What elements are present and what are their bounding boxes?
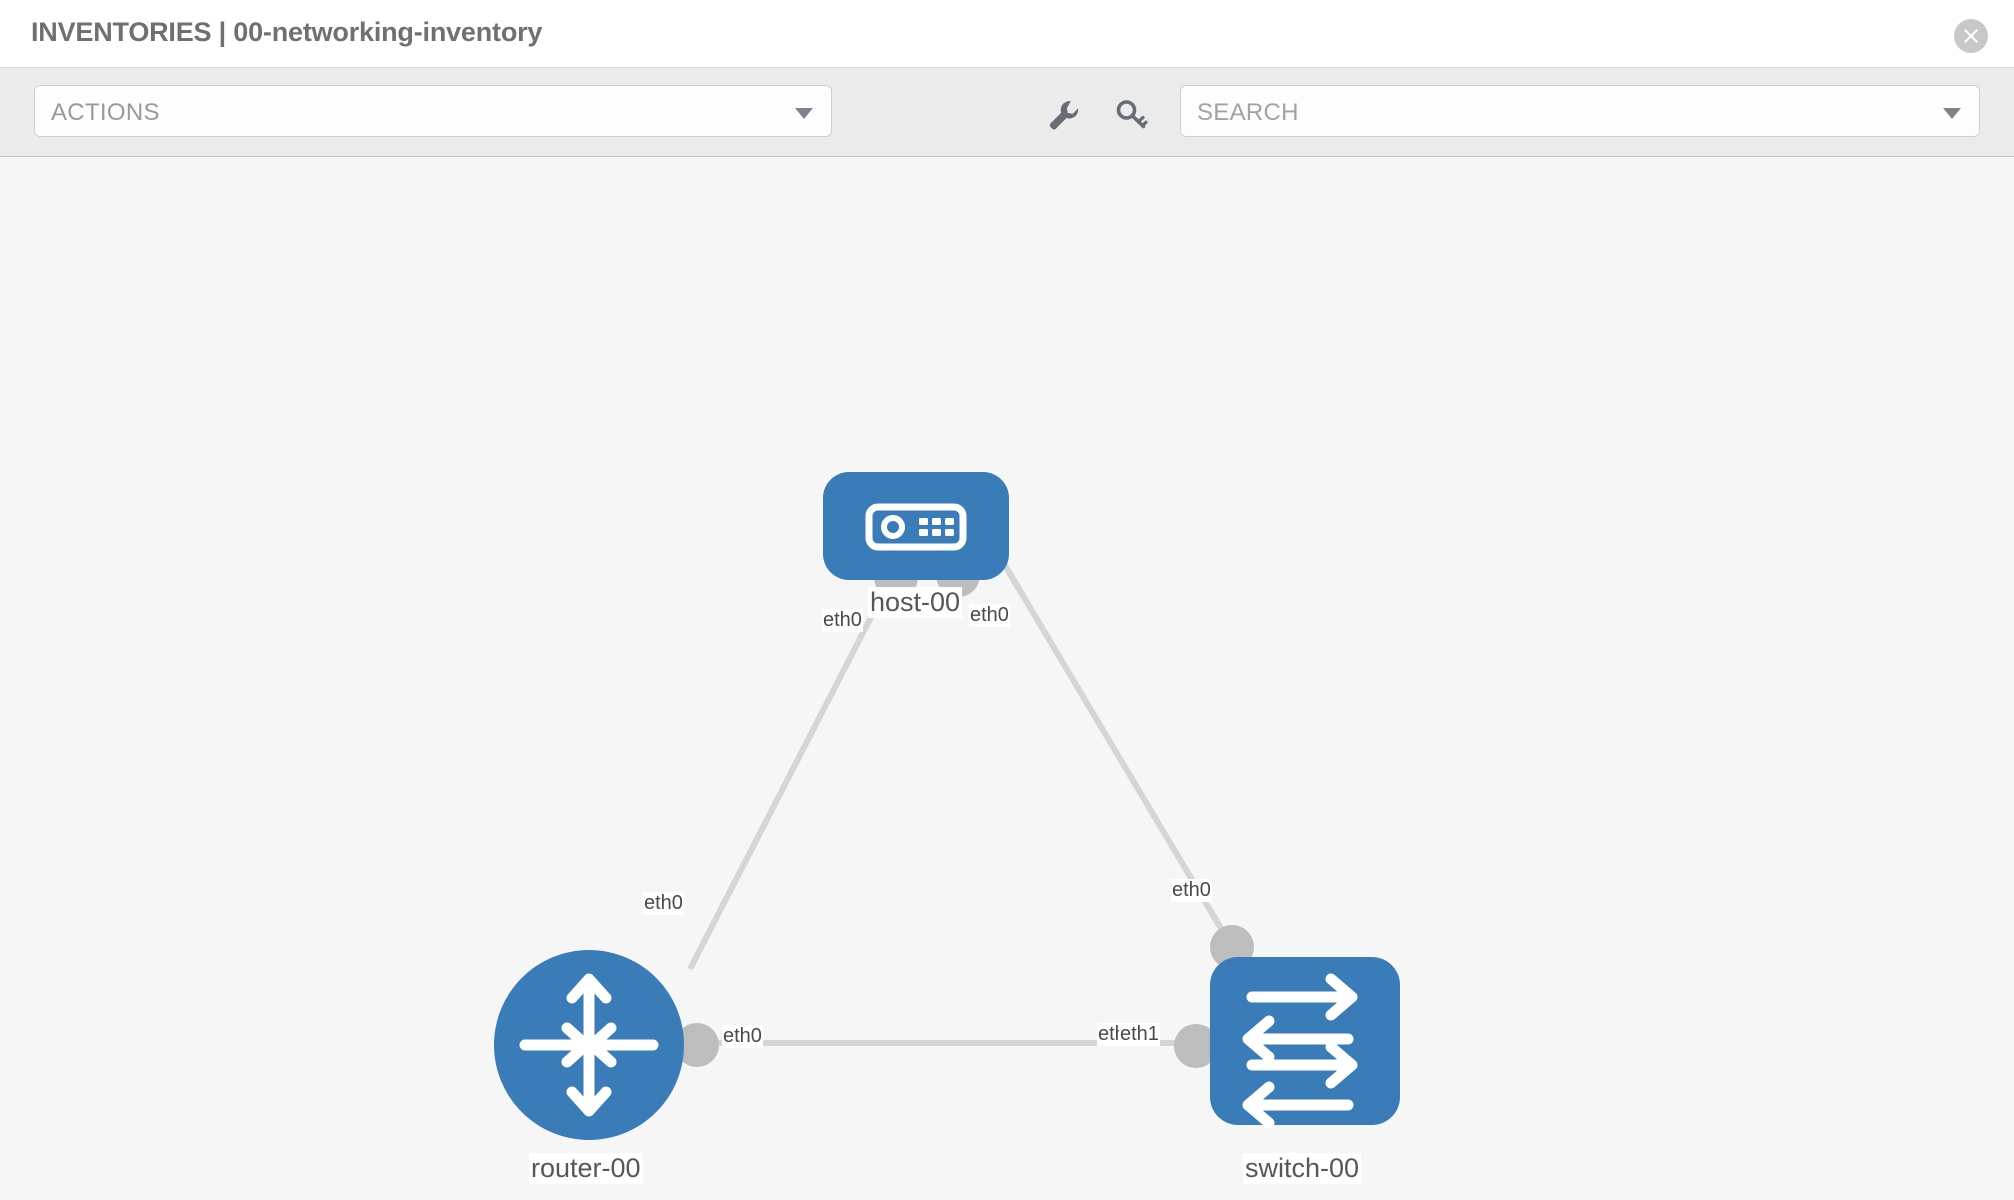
- port-label: eth0: [822, 609, 863, 632]
- node-label-host-00: host-00: [868, 587, 963, 619]
- port-circle: [1174, 1024, 1218, 1068]
- server-icon: [865, 503, 967, 551]
- topology-links: [687, 555, 1241, 1046]
- port-label: eth0: [1171, 879, 1212, 902]
- close-icon[interactable]: [1954, 19, 1988, 53]
- chevron-down-icon[interactable]: [1943, 108, 1961, 119]
- port-label: eth1: [1119, 1023, 1160, 1046]
- link-host-router: [687, 555, 905, 971]
- search-input[interactable]: SEARCH: [1180, 85, 1980, 137]
- node-host-00[interactable]: [823, 472, 1009, 580]
- topology-ports: [675, 553, 1254, 1068]
- port-label: eth0: [643, 892, 684, 915]
- port-label: eth0: [969, 604, 1010, 627]
- toolbar: ACTIONS SEARCH: [0, 68, 2014, 157]
- topology-canvas[interactable]: host-00 router-00 switch-00 eth0 eth0 et…: [0, 157, 2014, 1200]
- router-arrows-icon: [519, 973, 659, 1117]
- actions-dropdown[interactable]: ACTIONS: [34, 85, 832, 137]
- actions-dropdown-label: ACTIONS: [51, 99, 160, 126]
- port-label: eth0: [722, 1025, 763, 1048]
- key-icon[interactable]: [1112, 95, 1150, 133]
- page-title: INVENTORIES | 00-networking-inventory: [31, 17, 543, 47]
- wrench-icon[interactable]: [1043, 95, 1081, 133]
- topology-graph: [494, 472, 1400, 1140]
- node-label-switch-00: switch-00: [1243, 1153, 1362, 1185]
- node-router-00[interactable]: [494, 950, 684, 1140]
- switch-arrows-icon: [1242, 973, 1358, 1129]
- node-switch-00[interactable]: [1210, 957, 1400, 1129]
- port-circle: [675, 1023, 719, 1067]
- node-label-router-00: router-00: [529, 1153, 643, 1185]
- chevron-down-icon: [795, 108, 813, 119]
- search-placeholder: SEARCH: [1197, 99, 1299, 126]
- title-bar: INVENTORIES | 00-networking-inventory: [0, 0, 2014, 68]
